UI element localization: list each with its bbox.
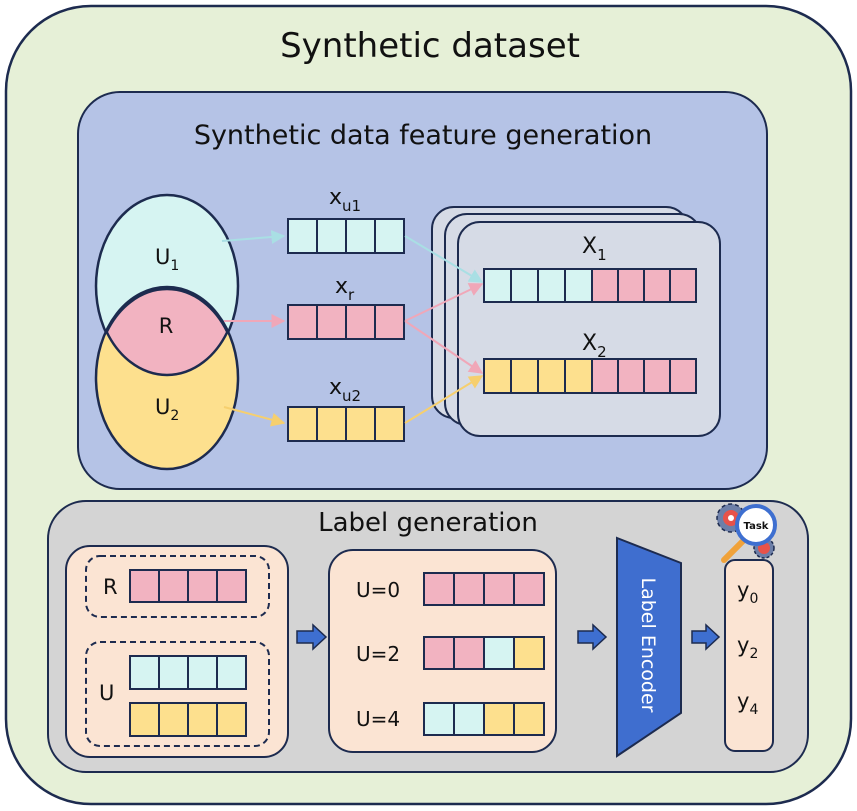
combination-vector-u4 bbox=[423, 702, 545, 736]
combination-vector-u0 bbox=[423, 572, 545, 606]
arrow-u2-to-xu2 bbox=[223, 406, 286, 427]
venn-label-u1: U1 bbox=[155, 245, 179, 274]
source-vector-r bbox=[129, 569, 247, 603]
diagram-title: Synthetic dataset bbox=[280, 26, 580, 66]
r-group-dashed bbox=[85, 555, 270, 618]
source-vector-u-yellow bbox=[129, 702, 247, 737]
vector-xu2 bbox=[287, 406, 405, 442]
arrow-u1-to-xu1 bbox=[221, 230, 286, 244]
row-label-u0: U=0 bbox=[356, 578, 400, 602]
vector-xr bbox=[287, 304, 405, 340]
feature-panel-title: Synthetic data feature generation bbox=[194, 120, 652, 151]
source-label-r: R bbox=[103, 575, 118, 599]
venn-label-u2: U2 bbox=[155, 395, 179, 424]
flow-arrow-2 bbox=[577, 623, 608, 651]
label-encoder-block bbox=[616, 536, 682, 758]
vector-label-xu1: xu1 bbox=[329, 185, 361, 215]
arrow-xr-to-x2 bbox=[404, 320, 484, 374]
row-label-u4: U=4 bbox=[356, 707, 400, 731]
u-group-dashed bbox=[85, 641, 270, 747]
combination-vector-u2 bbox=[423, 636, 545, 670]
output-vector-x1 bbox=[483, 268, 697, 303]
vector-label-xu2: xu2 bbox=[329, 375, 361, 405]
venn-overlap-r bbox=[105, 287, 229, 377]
vector-xu1 bbox=[287, 218, 405, 254]
source-label-u: U bbox=[99, 681, 114, 705]
arrow-xu1-to-x1 bbox=[404, 235, 484, 283]
output-vector-x2 bbox=[483, 358, 697, 394]
label-panel-title: Label generation bbox=[318, 508, 538, 538]
magnifier-lens-icon bbox=[735, 504, 777, 546]
task-badge-text: Task bbox=[744, 521, 769, 532]
flow-arrow-3 bbox=[691, 623, 721, 651]
task-gear-magnifier-icon: Task bbox=[716, 503, 777, 563]
output-label-x2: X2 bbox=[582, 331, 607, 361]
output-label-y0: y0 bbox=[737, 578, 758, 607]
label-encoder-text: Label Encoder bbox=[637, 578, 659, 713]
output-labels-box bbox=[724, 559, 774, 752]
vector-label-xr: xr bbox=[335, 274, 355, 304]
arrow-xu2-to-x2 bbox=[404, 375, 484, 424]
output-label-y4: y4 bbox=[737, 689, 758, 718]
venn-label-r: R bbox=[159, 314, 174, 338]
source-vector-u-cyan bbox=[129, 655, 247, 690]
arrow-xr-to-x1 bbox=[404, 283, 484, 322]
output-label-x1: X1 bbox=[582, 234, 607, 264]
flow-arrow-1 bbox=[296, 623, 328, 651]
output-label-y2: y2 bbox=[737, 633, 758, 662]
row-label-u2: U=2 bbox=[356, 642, 400, 666]
